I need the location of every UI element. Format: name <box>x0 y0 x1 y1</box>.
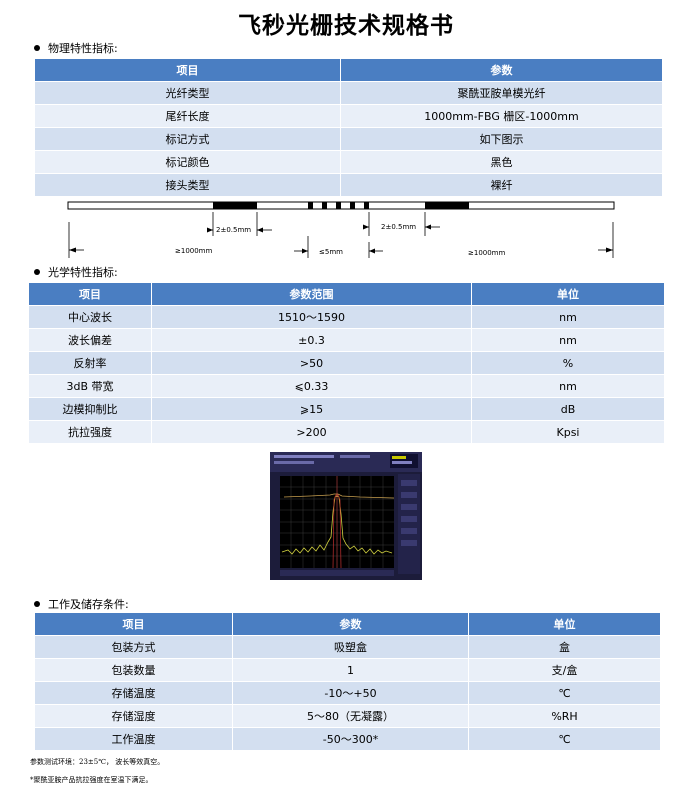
table-cell: 盒 <box>468 635 661 659</box>
table-cell: nm <box>471 374 665 398</box>
table-cell: ⩾15 <box>151 397 472 421</box>
table-cell: % <box>471 351 665 375</box>
table-cell: 存储温度 <box>34 681 233 705</box>
table-cell: ⩽0.33 <box>151 374 472 398</box>
table-cell: 光纤类型 <box>34 81 341 105</box>
table-cell: dB <box>471 397 665 421</box>
table-header-cell: 单位 <box>468 612 661 636</box>
gap-left-label: 2±0.5mm <box>216 226 251 234</box>
table-header-cell: 参数 <box>340 58 663 82</box>
grating-mark <box>364 202 369 209</box>
table-cell: 3dB 带宽 <box>28 374 152 398</box>
table-cell: 工作温度 <box>34 727 233 751</box>
table-cell: %RH <box>468 704 661 728</box>
table-cell: ℃ <box>468 681 661 705</box>
center-length-label: ≤5mm <box>319 248 343 256</box>
spectrum-screenshot <box>270 452 422 580</box>
table-header-cell: 单位 <box>471 282 665 306</box>
length-left-label: ≥1000mm <box>175 247 212 255</box>
gap-right-label: 2±0.5mm <box>381 223 416 231</box>
table-cell: 聚酰亚胺单模光纤 <box>340 81 663 105</box>
grating-mark <box>322 202 327 209</box>
section-physical: 物理特性指标: <box>34 40 118 56</box>
table-cell: 尾纤长度 <box>34 104 341 128</box>
table-header-row: 项目 参数范围 单位 <box>28 282 665 306</box>
table-header-cell: 参数 <box>232 612 469 636</box>
table-cell: Kpsi <box>471 420 665 444</box>
table-cell: 包装数量 <box>34 658 233 682</box>
table-header-cell: 项目 <box>34 58 341 82</box>
grating-mark <box>308 202 313 209</box>
table-cell: 标记颜色 <box>34 150 341 174</box>
table-row: 包装方式吸塑盒盒 <box>34 635 661 659</box>
section-optical-heading: 光学特性指标: <box>48 266 118 279</box>
table-header-cell: 项目 <box>34 612 233 636</box>
fiber-marking-diagram: 2±0.5mm 2±0.5mm ≥1000mm ≤5mm ≥1000mm <box>67 201 615 258</box>
table-cell: 包装方式 <box>34 635 233 659</box>
table-cell: 5～80（无凝露） <box>232 704 469 728</box>
table-header-row: 项目 参数 单位 <box>34 612 661 636</box>
bullet-icon <box>34 45 40 51</box>
section-storage: 工作及储存条件: <box>34 596 129 612</box>
note-tensile-strength: *聚酰亚胺产品抗拉强度在室温下满足。 <box>30 776 153 784</box>
section-optical: 光学特性指标: <box>34 264 118 280</box>
table-cell: 反射率 <box>28 351 152 375</box>
table-row: 标记颜色黑色 <box>34 150 663 174</box>
table-cell: >50 <box>151 351 472 375</box>
table-cell: 1000mm-FBG 栅区-1000mm <box>340 104 663 128</box>
table-header-row: 项目 参数 <box>34 58 663 82</box>
table-row: 光纤类型聚酰亚胺单模光纤 <box>34 81 663 105</box>
table-row: 标记方式如下图示 <box>34 127 663 151</box>
table-cell: 黑色 <box>340 150 663 174</box>
bullet-icon <box>34 601 40 607</box>
table-cell: 1510～1590 <box>151 305 472 329</box>
section-storage-heading: 工作及储存条件: <box>48 598 129 611</box>
table-cell: 边模抑制比 <box>28 397 152 421</box>
table-cell: 存储湿度 <box>34 704 233 728</box>
table-cell: 中心波长 <box>28 305 152 329</box>
section-physical-heading: 物理特性指标: <box>48 42 118 55</box>
table-cell: ℃ <box>468 727 661 751</box>
table-row: 工作温度-50～300*℃ <box>34 727 661 751</box>
table-header-cell: 项目 <box>28 282 152 306</box>
length-right-label: ≥1000mm <box>468 249 505 257</box>
table-cell: 标记方式 <box>34 127 341 151</box>
table-cell: 1 <box>232 658 469 682</box>
table-cell: 接头类型 <box>34 173 341 197</box>
page-title: 飞秒光栅技术规格书 <box>238 12 454 39</box>
table-cell: 抗拉强度 <box>28 420 152 444</box>
table-cell: 裸纤 <box>340 173 663 197</box>
table-cell: -50～300* <box>232 727 469 751</box>
table-cell: nm <box>471 328 665 352</box>
table-cell: nm <box>471 305 665 329</box>
table-header-cell: 参数范围 <box>151 282 472 306</box>
note-test-environment: 参数测试环境：23±5℃， 波长等效真空。 <box>30 758 165 766</box>
marker-block-right <box>425 202 469 209</box>
table-cell: 如下图示 <box>340 127 663 151</box>
grating-mark <box>336 202 341 209</box>
marker-block-left <box>213 202 257 209</box>
table-cell: -10～+50 <box>232 681 469 705</box>
bullet-icon <box>34 269 40 275</box>
table-row: 反射率>50% <box>28 351 665 375</box>
table-row: 接头类型裸纤 <box>34 173 663 197</box>
table-cell: ±0.3 <box>151 328 472 352</box>
table-cell: 支/盒 <box>468 658 661 682</box>
table-row: 存储温度-10～+50℃ <box>34 681 661 705</box>
table-cell: 波长偏差 <box>28 328 152 352</box>
grating-mark <box>350 202 355 209</box>
table-cell: 吸塑盒 <box>232 635 469 659</box>
table-cell: >200 <box>151 420 472 444</box>
